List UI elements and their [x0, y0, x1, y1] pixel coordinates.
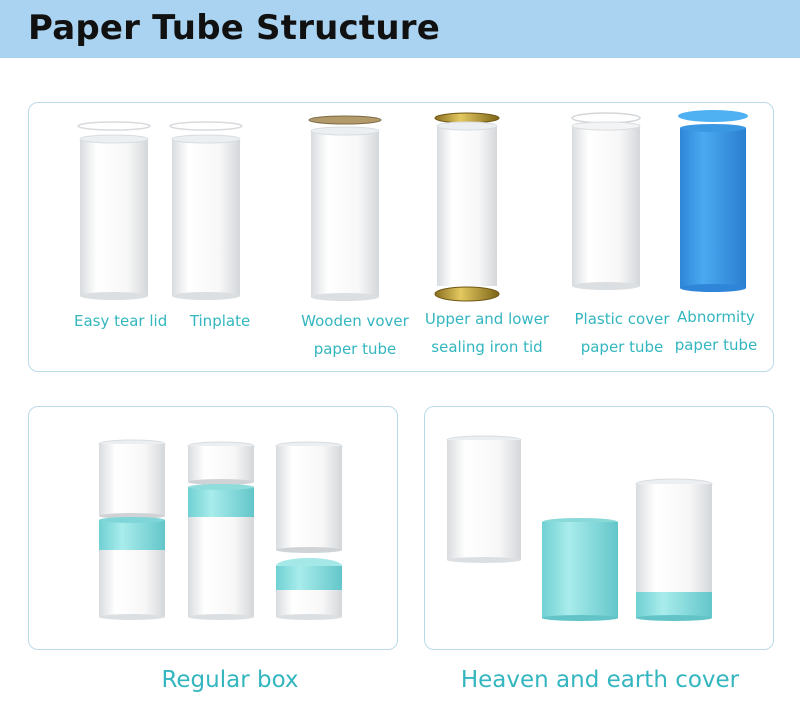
label-line: sealing iron tid	[431, 338, 543, 356]
tube-types-panel	[28, 102, 774, 372]
tube-easy-tear-lid-icon	[77, 121, 151, 300]
label-line: Plastic cover	[574, 310, 670, 328]
tube-tinplate-icon	[169, 121, 243, 300]
regular-tube-3-icon	[275, 441, 343, 620]
regular-tube-1-icon	[98, 439, 166, 620]
label-line: paper tube	[580, 338, 664, 356]
label-line: Tinplate	[189, 312, 251, 330]
label-line: Wooden vover	[301, 312, 409, 330]
caption-regular-box: Regular box	[161, 667, 299, 693]
tube-plastic-cover-icon	[571, 112, 641, 290]
label-line: Upper and lower	[424, 310, 550, 328]
regular-tube-2-icon	[187, 441, 255, 620]
assembled-tube-icon	[635, 478, 713, 621]
tube-abnormity-icon	[678, 110, 748, 292]
label-wooden-cover: Wooden vover paper tube	[295, 307, 415, 363]
tube-iron-lid-icon	[434, 112, 500, 302]
label-iron-lid: Upper and lower sealing iron tid	[420, 305, 554, 361]
earth-base-tube-icon	[542, 518, 618, 621]
tube-wooden-cover-icon	[308, 115, 382, 301]
label-line: Easy tear lid	[74, 312, 168, 330]
heaven-lid-tube-icon	[446, 435, 522, 563]
label-easy-tear-lid: Easy tear lid	[74, 307, 168, 335]
label-tinplate: Tinplate	[180, 307, 260, 335]
header-bar: Paper Tube Structure	[0, 0, 800, 58]
page-title: Paper Tube Structure	[28, 8, 440, 48]
label-line: Abnormity	[677, 308, 755, 326]
caption-heaven-earth: Heaven and earth cover	[460, 667, 740, 693]
label-line: paper tube	[313, 340, 397, 358]
label-line: paper tube	[674, 336, 758, 354]
label-abnormity: Abnormity paper tube	[668, 303, 764, 359]
label-plastic-cover: Plastic cover paper tube	[566, 305, 678, 361]
